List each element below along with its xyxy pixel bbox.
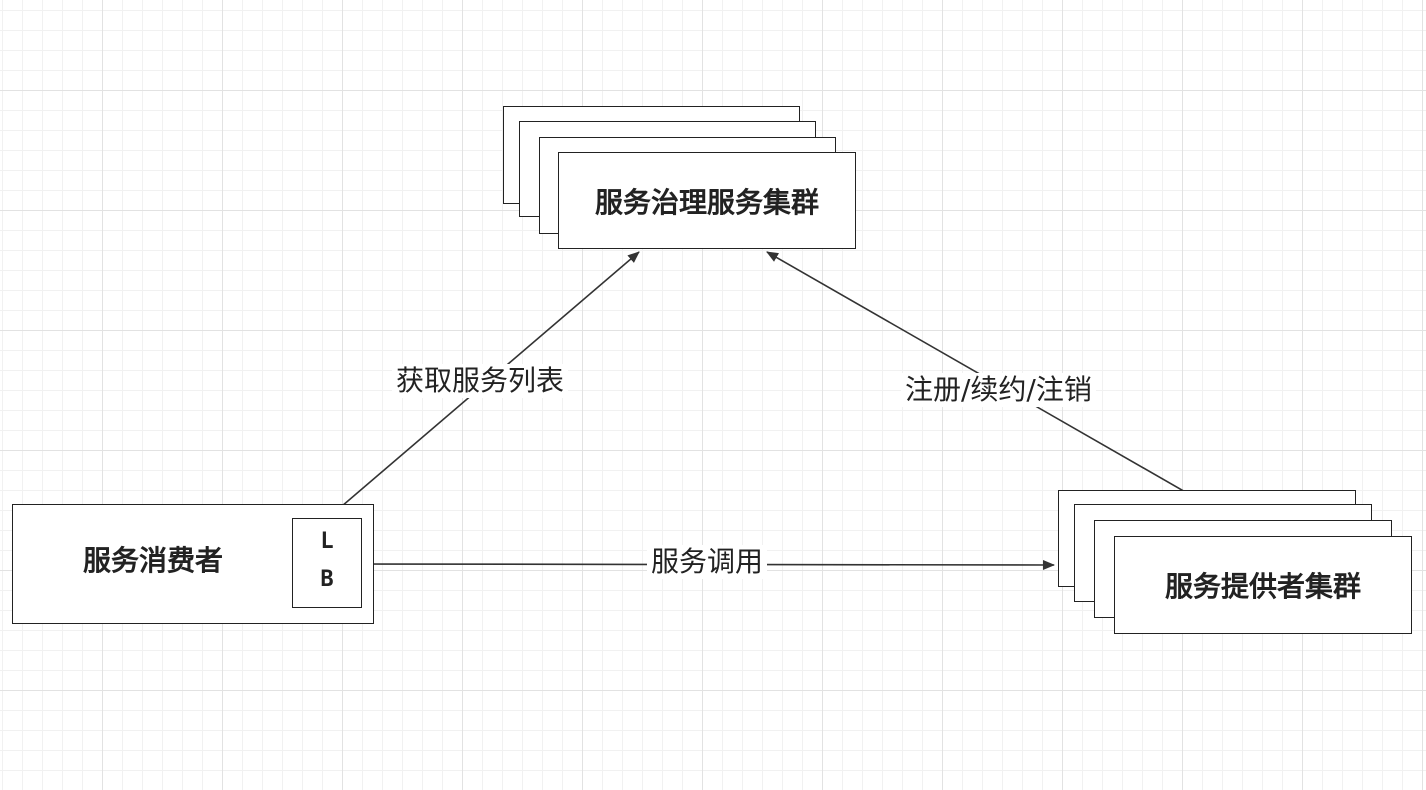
- service-call-label: 服务调用: [647, 545, 768, 579]
- load-balancer-box[interactable]: L B: [292, 518, 362, 608]
- provider-cluster-label: 服务提供者集群: [1164, 570, 1361, 603]
- consumer-label: 服务消费者: [82, 544, 223, 577]
- governance-cluster-box[interactable]: 服务治理服务集群: [558, 152, 856, 249]
- register-label: 注册/续约/注销: [901, 373, 1096, 407]
- fetch-list-label: 获取服务列表: [392, 364, 569, 398]
- consumer-box[interactable]: 服务消费者 L B: [12, 504, 374, 624]
- lb-letter-bottom: B: [320, 567, 334, 592]
- lb-letter-top: L: [320, 529, 334, 554]
- provider-cluster-box[interactable]: 服务提供者集群: [1114, 536, 1412, 634]
- governance-cluster-label: 服务治理服务集群: [594, 185, 819, 219]
